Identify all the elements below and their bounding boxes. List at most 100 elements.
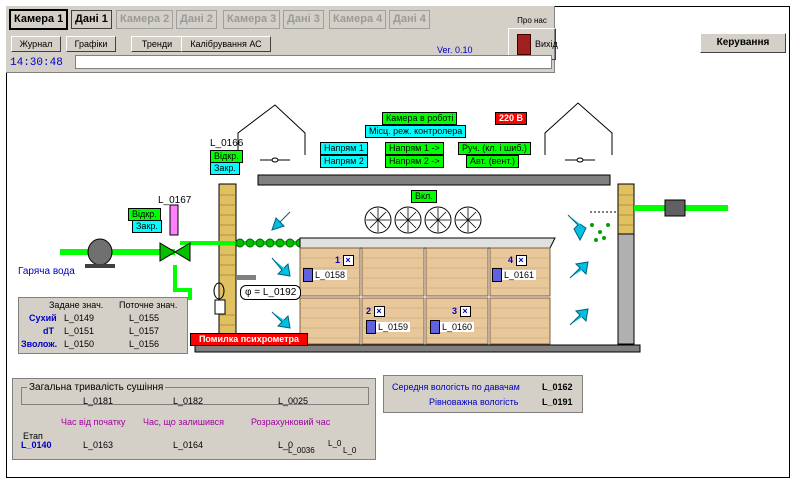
eq-moisture-value: L_0191 bbox=[542, 397, 573, 407]
clock: 14:30:48 bbox=[10, 57, 63, 69]
stack-2-num: 2 × bbox=[366, 306, 385, 318]
stack-3-sensor-icon bbox=[430, 320, 440, 334]
valve-167-tag: L_0167 bbox=[158, 195, 192, 206]
pump-base bbox=[85, 264, 115, 268]
airflow-arrow-icon bbox=[271, 257, 291, 277]
heater-coils bbox=[235, 238, 305, 248]
row-dt-cur: L_0157 bbox=[129, 326, 160, 336]
dir2-green[interactable]: Напрям 2 -> bbox=[385, 155, 444, 168]
psychrometer-error: Помилка психрометра bbox=[190, 333, 308, 346]
kiln-ceiling bbox=[257, 174, 611, 186]
sprinkler-drops bbox=[590, 223, 610, 242]
psychrometer-probe bbox=[236, 275, 256, 280]
kiln-floor bbox=[194, 344, 641, 353]
valve-166-tag: L_0166 bbox=[210, 138, 244, 149]
psychrometer-panel: Задане знач. Поточне знач. Сухий L_0149 … bbox=[18, 297, 188, 354]
right-wall-upper bbox=[617, 183, 635, 235]
stack-3-tag: L_0160 bbox=[440, 322, 475, 332]
valve-166-open[interactable]: Відкр. bbox=[210, 150, 243, 163]
tab-camera-4[interactable]: Камера 4 bbox=[329, 10, 387, 29]
charts-button[interactable]: Графіки bbox=[66, 36, 116, 52]
avg-moisture-label: Середня вологість по давачам bbox=[392, 382, 520, 392]
stack-1-num: 1 × bbox=[335, 255, 354, 267]
camera-working-status: Камера в роботі bbox=[382, 112, 458, 125]
stack-2-sensor-icon bbox=[366, 320, 376, 334]
psychrometer-ring bbox=[213, 282, 225, 300]
right-door bbox=[617, 233, 635, 345]
airflow-arrows bbox=[271, 211, 589, 329]
stack-3-checkbox[interactable]: × bbox=[459, 306, 471, 318]
stack-4-checkbox[interactable]: × bbox=[515, 255, 527, 267]
stage-label: Етап bbox=[23, 431, 43, 441]
overlap-tag-1: L_0036 bbox=[288, 446, 315, 455]
tab-camera-3[interactable]: Камера 3 bbox=[223, 10, 281, 29]
hot-water-label: Гаряча вода bbox=[18, 266, 75, 277]
local-mode-status: Місц. реж. контролера bbox=[365, 125, 467, 138]
drying-group-box bbox=[21, 387, 369, 405]
stack-1-checkbox[interactable]: × bbox=[342, 255, 354, 267]
left-damper-pivot bbox=[271, 157, 279, 163]
airflow-arrow-icon bbox=[567, 214, 587, 242]
dir2-cyan[interactable]: Напрям 2 bbox=[320, 155, 368, 168]
row-dry-set: L_0149 bbox=[64, 313, 95, 323]
about-label[interactable]: Про нас bbox=[517, 16, 547, 25]
drying-duration-panel: Загальна тривалість сушіння L_0181 L_018… bbox=[12, 378, 376, 460]
stack-4-sensor-icon bbox=[492, 268, 502, 282]
header-current: Поточне знач. bbox=[119, 300, 178, 310]
exit-label: Вихід bbox=[535, 39, 558, 49]
airflow-arrow-icon bbox=[271, 311, 291, 329]
drying-title: Загальна тривалість сушіння bbox=[27, 382, 166, 393]
tab-camera-1[interactable]: Камера 1 bbox=[9, 9, 69, 30]
tab-data-4[interactable]: Дані 4 bbox=[389, 10, 430, 29]
door-icon bbox=[517, 34, 531, 55]
airflow-arrow-icon bbox=[569, 308, 589, 326]
lumber-top bbox=[299, 237, 556, 249]
row-humid-set: L_0150 bbox=[64, 339, 95, 349]
auto-mode[interactable]: Авт. (вент.) bbox=[466, 155, 519, 168]
tab-data-1[interactable]: Дані 1 bbox=[71, 10, 112, 29]
left-roof bbox=[237, 104, 306, 155]
return-pipe bbox=[173, 265, 192, 300]
row-dt-set: L_0151 bbox=[64, 326, 95, 336]
tuning-button[interactable]: Калібрування АС bbox=[181, 36, 271, 52]
avg-moisture-value: L_0162 bbox=[542, 382, 573, 392]
dir1-green[interactable]: Напрям 1 -> bbox=[385, 142, 444, 155]
fans-on-status: Вкл. bbox=[411, 190, 437, 203]
message-field[interactable] bbox=[75, 55, 552, 69]
drying-total-1: L_0181 bbox=[83, 396, 114, 406]
valve-166-closed[interactable]: Закр. bbox=[210, 162, 240, 175]
row-dt-label: dT bbox=[43, 326, 54, 336]
drying-total-3: L_0025 bbox=[278, 396, 309, 406]
overlap-tag-3: L_0 bbox=[343, 446, 357, 455]
stack-2-tag: L_0159 bbox=[376, 322, 411, 332]
tab-data-3[interactable]: Дані 3 bbox=[283, 10, 324, 29]
control-button[interactable]: Керування bbox=[700, 33, 786, 53]
manual-mode[interactable]: Руч. (кл. і шиб.) bbox=[458, 142, 531, 155]
stack-4-num: 4 × bbox=[508, 255, 527, 267]
eq-moisture-label: Рівноважна вологість bbox=[429, 397, 519, 407]
stack-1-sensor-icon bbox=[303, 268, 313, 282]
stack-3-num: 3 × bbox=[452, 306, 471, 318]
time-from-start: L_0163 bbox=[83, 440, 114, 450]
header-remaining: Час, що залишився bbox=[143, 417, 225, 427]
valve-167-icon bbox=[159, 242, 176, 262]
voltage-status: 220 В bbox=[495, 112, 528, 125]
stack-1-tag: L_0158 bbox=[313, 270, 348, 280]
right-damper-pivot bbox=[576, 157, 584, 163]
stack-2-checkbox[interactable]: × bbox=[373, 306, 385, 318]
tab-data-2[interactable]: Дані 2 bbox=[176, 10, 217, 29]
fan-spacer bbox=[350, 205, 358, 235]
overlap-tag-2: L_0 bbox=[328, 439, 342, 448]
drying-total-2: L_0182 bbox=[173, 396, 204, 406]
stack-4-tag: L_0161 bbox=[502, 270, 537, 280]
row-dry-label: Сухий bbox=[29, 313, 57, 323]
journal-button[interactable]: Журнал bbox=[11, 36, 61, 52]
right-roof bbox=[544, 102, 613, 155]
valve-167-closed[interactable]: Закр. bbox=[132, 220, 162, 233]
phi-readout: φ = L_0192 bbox=[240, 285, 302, 300]
tab-camera-2[interactable]: Камера 2 bbox=[116, 10, 174, 29]
fan-blades bbox=[366, 208, 480, 232]
version-label: Ver. 0.10 bbox=[437, 45, 473, 55]
dir1-cyan[interactable]: Напрям 1 bbox=[320, 142, 368, 155]
valve-167-icon-right bbox=[174, 242, 191, 262]
